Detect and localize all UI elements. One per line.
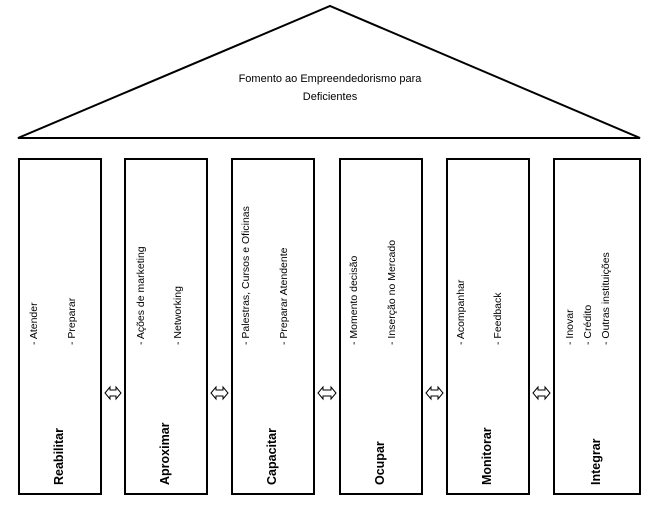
pillar-item: - Palestras, Cursos e Oficinas — [240, 206, 252, 345]
double-arrow-icon — [532, 385, 551, 401]
pillar-integrar — [553, 158, 641, 495]
double-arrow-icon — [317, 385, 337, 401]
roof-title: Fomento ao Empreendedorismo para Deficie… — [190, 70, 470, 106]
pillar-item: - Outras instituições — [600, 252, 612, 345]
pillar-title: Reabilitar — [52, 428, 66, 485]
pillar-title: Ocupar — [373, 441, 387, 485]
pillar-ocupar — [339, 158, 423, 495]
pillar-item: - Preparar — [66, 297, 78, 345]
pillar-title: Aproximar — [158, 422, 172, 485]
double-arrow-icon — [210, 385, 229, 401]
pillar-item: - Preparar Atendente — [278, 247, 290, 345]
roof-triangle — [17, 4, 641, 139]
roof-title-line-2: Deficientes — [302, 91, 358, 103]
pillar-title: Integrar — [589, 438, 603, 485]
pillar-item: - Inserção no Mercado — [386, 239, 398, 345]
pillar-monitorar — [446, 158, 530, 495]
pillar-aproximar — [124, 158, 208, 495]
pillar-item: - Feedback — [492, 292, 504, 345]
roof-title-line-1: Fomento ao Empreendedorismo para — [238, 73, 422, 85]
pillar-item: - Ações de marketing — [135, 246, 147, 345]
pillar-item: - Inovar — [564, 309, 576, 345]
pillar-item: - Networking — [172, 286, 184, 345]
pillar-capacitar — [231, 158, 315, 495]
double-arrow-icon — [425, 385, 444, 401]
pillar-reabilitar — [18, 158, 102, 495]
pillar-item: - Atender — [28, 302, 40, 345]
double-arrow-icon — [104, 385, 122, 401]
pillar-item: - Acompanhar — [455, 279, 467, 345]
pillar-title: Capacitar — [265, 428, 279, 485]
pillar-item: - Crédito — [582, 304, 594, 345]
pillar-title: Monitorar — [480, 427, 494, 485]
pillar-item: - Momento decisão — [348, 255, 360, 345]
